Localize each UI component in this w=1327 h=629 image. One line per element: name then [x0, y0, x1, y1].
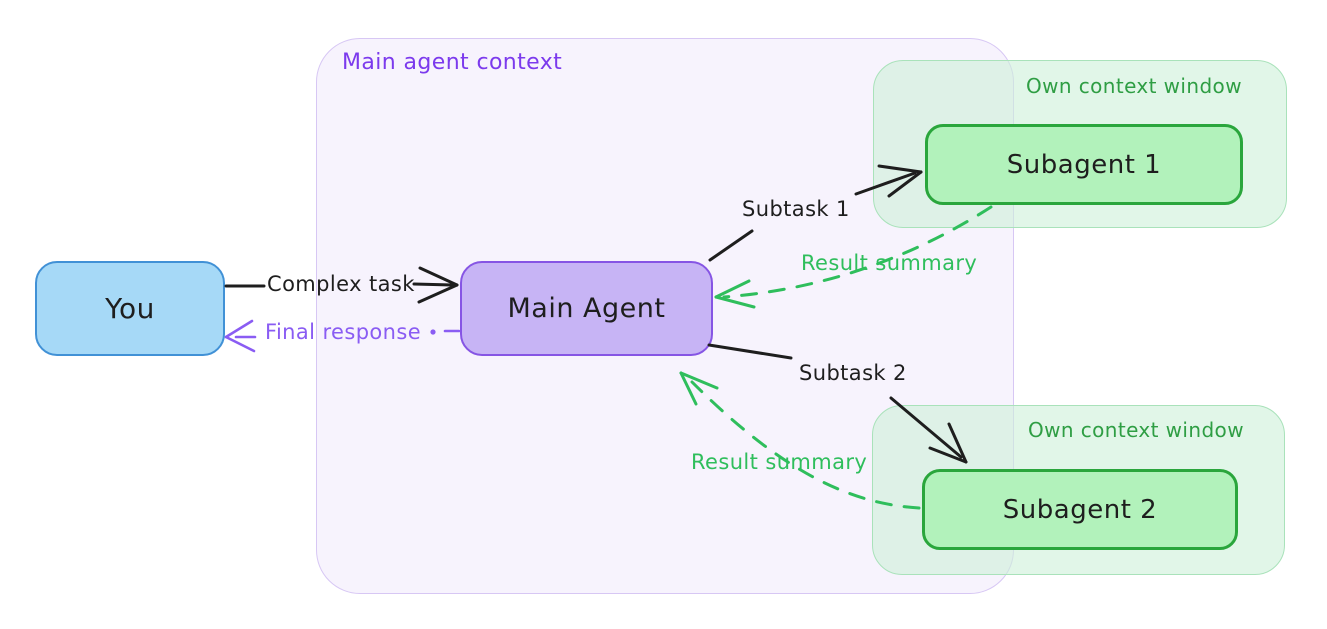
node-you: You [35, 261, 225, 356]
subagent1-context-label: Own context window [1026, 74, 1242, 98]
node-you-label: You [105, 292, 155, 325]
complex-task-label: Complex task [267, 272, 415, 296]
subagent2-context-label: Own context window [1028, 418, 1244, 442]
subtask2-label: Subtask 2 [799, 361, 907, 385]
node-subagent-2-label: Subagent 2 [1002, 494, 1158, 525]
result-summary1-label: Result summary [801, 251, 978, 275]
final-response-label: Final response [265, 320, 422, 344]
node-subagent-1: Subagent 1 [925, 124, 1243, 205]
node-main-agent: Main Agent [460, 261, 713, 356]
node-subagent-2: Subagent 2 [922, 469, 1238, 550]
node-main-agent-label: Main Agent [507, 293, 666, 324]
subtask1-label: Subtask 1 [742, 197, 850, 221]
main-agent-context-label: Main agent context [342, 50, 563, 75]
node-subagent-1-label: Subagent 1 [1006, 149, 1162, 180]
result-summary2-label: Result summary [691, 450, 868, 474]
